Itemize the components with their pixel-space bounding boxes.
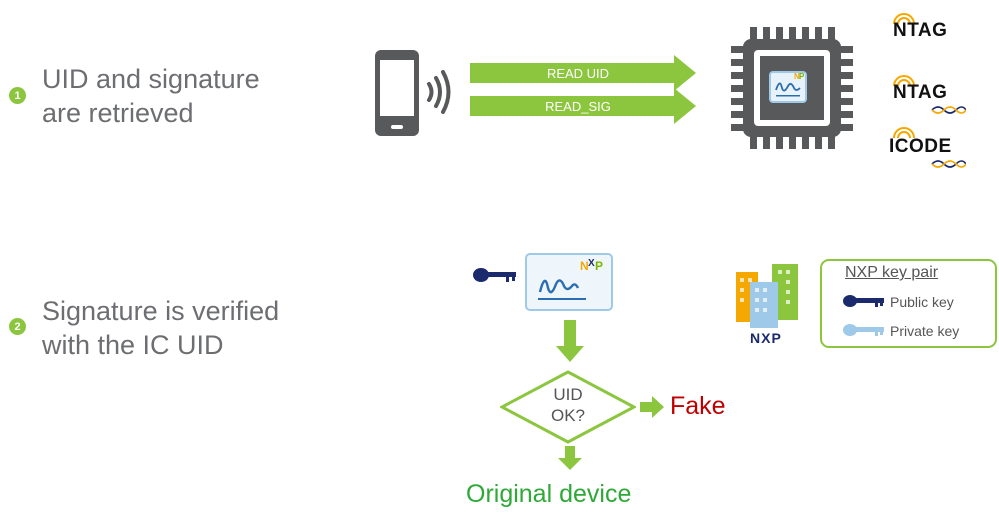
svg-text:P: P — [799, 72, 805, 81]
down-arrow-1 — [556, 320, 584, 362]
ic-chip-icon: N P — [731, 27, 853, 149]
legend-public-key-label: Public key — [890, 294, 954, 310]
ntag-logo-2: NTAG — [893, 82, 948, 103]
down-arrow-2 — [558, 446, 582, 470]
read-sig-label: READ_SIG — [545, 99, 611, 114]
step-2-line-1: Signature is verified — [42, 296, 280, 326]
read-sig-arrow — [470, 88, 696, 124]
icode-logo: ICODE — [889, 136, 952, 157]
icode-logo-wave — [893, 127, 915, 139]
svg-text:X: X — [588, 258, 595, 269]
read-uid-arrow — [470, 55, 696, 91]
step-1-line-1: UID and signature — [42, 64, 260, 94]
step-1-badge: 1 — [9, 87, 26, 104]
decision-line-2: OK? — [550, 406, 586, 425]
legend-private-key-label: Private key — [890, 323, 960, 339]
key-pair-legend — [820, 259, 997, 348]
original-device-result: Original device — [466, 480, 632, 508]
step-2-badge: 2 — [9, 318, 26, 335]
ntag-logo-wave-2 — [893, 75, 915, 87]
read-uid-label: READ UID — [546, 66, 610, 81]
ntag-logo-1: NTAG — [893, 20, 948, 41]
fake-result: Fake — [670, 392, 726, 420]
svg-text:N: N — [580, 259, 589, 273]
step-1-line-2: are retrieved — [42, 98, 194, 128]
decision-line-1: UID — [553, 385, 583, 404]
buildings-icon — [736, 264, 798, 328]
legend-private-key-icon — [843, 324, 884, 336]
public-key-icon — [473, 268, 516, 282]
legend-title: NXP key pair — [845, 264, 939, 281]
step-2-line-2: with the IC UID — [42, 330, 224, 360]
nxp-logo: NXP — [750, 330, 782, 346]
legend-public-key-icon — [843, 295, 884, 307]
signature-certificate-icon: N X P — [525, 253, 613, 311]
svg-text:N: N — [794, 72, 800, 81]
dna-icon — [931, 106, 966, 114]
decision-diamond — [500, 370, 636, 444]
ntag-logo-wave-1 — [893, 13, 915, 25]
dna-icon-2 — [931, 160, 966, 168]
right-arrow-fake — [640, 396, 664, 418]
svg-text:P: P — [595, 259, 603, 273]
smartphone-icon — [375, 50, 451, 136]
